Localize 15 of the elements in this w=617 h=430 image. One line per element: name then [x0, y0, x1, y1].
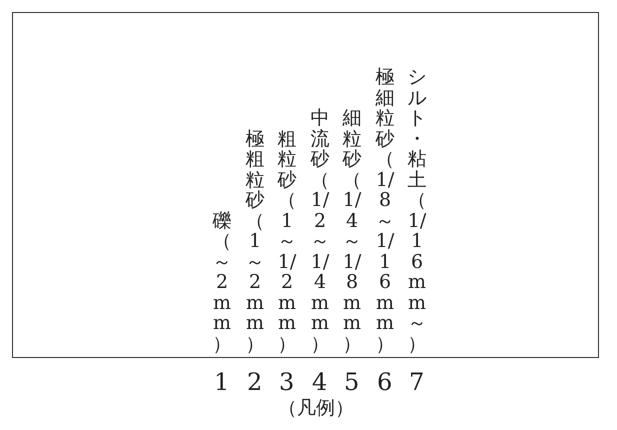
- grain-size-label: 礫（～2mm）: [212, 210, 232, 354]
- grain-size-label: 細粒砂（1/4～1/8mm）: [342, 108, 362, 354]
- legend-number: 7: [409, 368, 424, 396]
- grain-size-label: 極細粒砂（1/8～1/16mm）: [374, 67, 396, 354]
- legend-caption: （凡例）: [278, 396, 354, 420]
- legend-number: 4: [312, 368, 328, 396]
- grain-size-label: 極粗粒砂（1～2mm）: [244, 128, 266, 354]
- legend-number: 6: [377, 368, 392, 396]
- legend-number: 5: [344, 368, 360, 396]
- legend-number: 1: [214, 368, 230, 396]
- grain-size-label: シルト・粘土（1/16mm～）: [406, 67, 428, 354]
- legend-number: 3: [279, 368, 294, 396]
- grain-size-label: 粗粒砂（1～1/2mm）: [276, 128, 298, 354]
- grain-size-label: 中流砂（1/2～1/4mm）: [310, 108, 330, 354]
- legend-number: 2: [247, 368, 262, 396]
